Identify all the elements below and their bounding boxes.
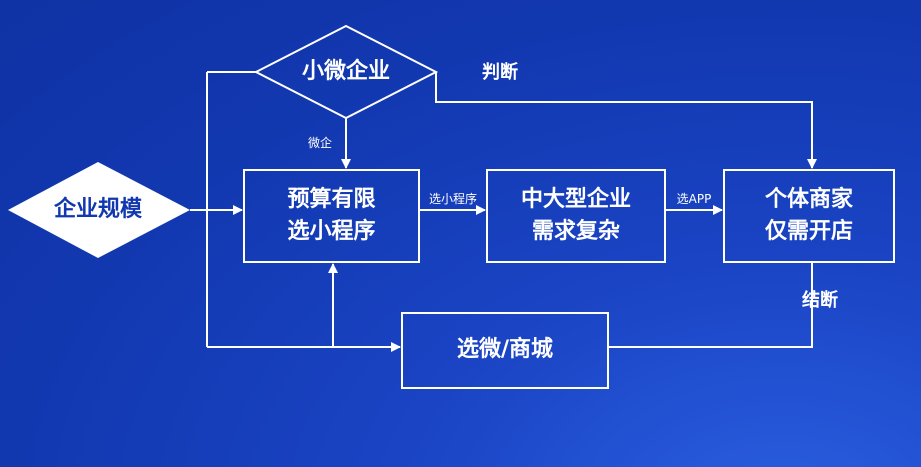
micro-short-label: 微企 (307, 136, 332, 150)
budget-label-line1: 预算有限 (287, 187, 376, 212)
large-label-line2: 需求复杂 (531, 219, 620, 244)
budget-box (243, 169, 420, 263)
mini-program-label: 选小程序 (428, 192, 477, 206)
app-label: 选APP (676, 192, 712, 206)
individual-label-line1: 个体商家 (764, 187, 853, 212)
judge-label: 判断 (482, 62, 518, 83)
conclude-label: 结断 (802, 290, 838, 311)
line-individual-to-wechat (608, 262, 813, 348)
individual-box (723, 169, 895, 263)
large-label-line1: 中大型企业 (520, 187, 631, 212)
scale-label: 企业规模 (53, 197, 142, 222)
large-box (486, 169, 666, 263)
individual-label-line2: 仅需开店 (764, 219, 853, 244)
arrow-micro-to-individual (435, 72, 817, 169)
wechat-label: 选微/商城 (456, 337, 554, 362)
wechat-box (401, 312, 609, 389)
micro-label: 小微企业 (301, 59, 390, 84)
scale-diamond (8, 162, 190, 258)
budget-label-line2: 选小程序 (287, 219, 376, 244)
